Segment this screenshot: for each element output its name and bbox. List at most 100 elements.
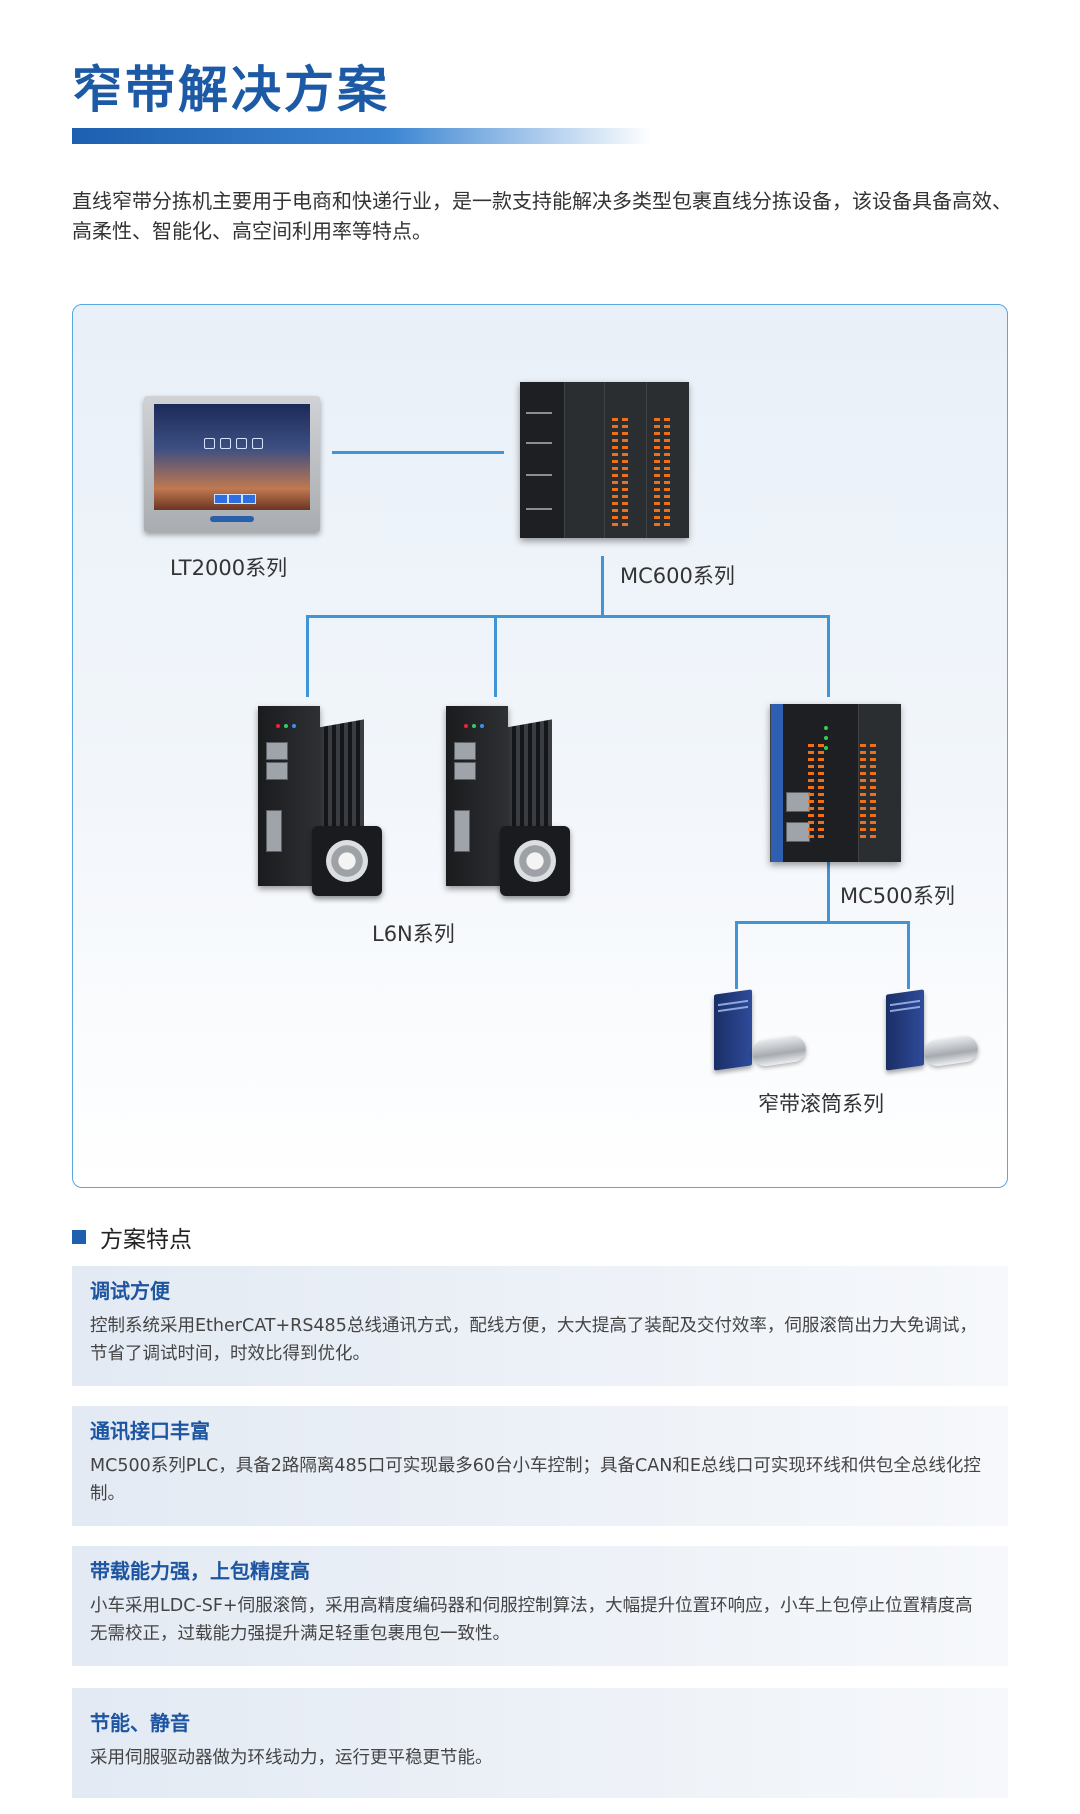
terminal-pin (622, 446, 628, 449)
terminal-pin (664, 425, 670, 428)
terminal-pin (818, 821, 824, 824)
square-bullet-icon (72, 1230, 86, 1244)
terminal-pin (612, 432, 618, 435)
terminal-pin (612, 425, 618, 428)
l6n-servo-motor-2 (500, 826, 570, 896)
connector-drop-l6n-1 (306, 615, 309, 697)
terminal-pin (818, 751, 824, 754)
terminal-pin (808, 751, 814, 754)
terminal-pin (612, 509, 618, 512)
terminal-pin (860, 758, 866, 761)
terminal-pin (622, 523, 628, 526)
terminal-pin (860, 800, 866, 803)
label-lt2000: LT2000系列 (170, 556, 288, 580)
terminal-pin (664, 446, 670, 449)
feature-card: 节能、静音 采用伺服驱动器做为环线动力，运行更平稳更节能。 (72, 1688, 1008, 1798)
terminal-pin (622, 425, 628, 428)
label-roller-series: 窄带滚筒系列 (758, 1092, 884, 1116)
terminal-pin (622, 488, 628, 491)
terminal-pin (808, 786, 814, 789)
terminal-pin (612, 502, 618, 505)
terminal-pin (870, 779, 876, 782)
l6n-servo-motor-1 (312, 826, 382, 896)
terminal-pin (870, 772, 876, 775)
page-title: 窄带解决方案 (72, 61, 390, 119)
mc500-plc-image (770, 704, 901, 862)
terminal-pin (664, 509, 670, 512)
terminal-pin (612, 516, 618, 519)
feature-body: 控制系统采用EtherCAT+RS485总线通讯方式，配线方便，大大提高了装配及… (90, 1316, 977, 1364)
terminal-pin (622, 516, 628, 519)
terminal-pin (664, 495, 670, 498)
connector-hmi-plc (332, 451, 504, 454)
terminal-pin (870, 765, 876, 768)
terminal-pin (612, 418, 618, 421)
terminal-pin (654, 432, 660, 435)
label-l6n: L6N系列 (372, 922, 455, 946)
terminal-pin (808, 821, 814, 824)
terminal-pin (870, 821, 876, 824)
terminal-pin (612, 453, 618, 456)
terminal-pin (808, 765, 814, 768)
terminal-pin (612, 460, 618, 463)
terminal-pin (870, 814, 876, 817)
terminal-pin (870, 828, 876, 831)
terminal-pin (612, 488, 618, 491)
terminal-pin (860, 793, 866, 796)
terminal-pin (612, 446, 618, 449)
terminal-pin (870, 751, 876, 754)
terminal-pin (818, 758, 824, 761)
terminal-pin (808, 800, 814, 803)
connector-drop-roller-1 (735, 921, 738, 989)
terminal-pin (622, 467, 628, 470)
intro-paragraph: 直线窄带分拣机主要用于电商和快递行业，是一款支持能解决多类型包裹直线分拣设备，该… (72, 189, 1012, 243)
l6n-servo-drive-2 (446, 706, 508, 886)
terminal-pin (654, 509, 660, 512)
terminal-pin (654, 439, 660, 442)
terminal-pin (622, 495, 628, 498)
terminal-pin (664, 516, 670, 519)
terminal-pin (870, 758, 876, 761)
terminal-pin (654, 502, 660, 505)
terminal-pin (612, 467, 618, 470)
terminal-pin (664, 474, 670, 477)
terminal-pin (818, 793, 824, 796)
terminal-pin (818, 772, 824, 775)
terminal-pin (818, 786, 824, 789)
terminal-pin (818, 814, 824, 817)
terminal-pin (818, 765, 824, 768)
terminal-pin (808, 828, 814, 831)
feature-card: 带载能力强，上包精度高 小车采用LDC-SF+伺服滚筒，采用高精度编码器和伺服控… (72, 1546, 1008, 1666)
terminal-pin (612, 523, 618, 526)
terminal-pin (664, 523, 670, 526)
terminal-pin (808, 835, 814, 838)
terminal-pin (654, 481, 660, 484)
terminal-pin (664, 467, 670, 470)
terminal-pin (818, 779, 824, 782)
label-mc500: MC500系列 (840, 884, 955, 908)
terminal-pin (664, 488, 670, 491)
terminal-pin (622, 418, 628, 421)
terminal-pin (818, 807, 824, 810)
feature-body: 小车采用LDC-SF+伺服滚筒，采用高精度编码器和伺服控制算法，大幅提升位置环响… (90, 1596, 973, 1644)
hmi-logo (210, 516, 254, 522)
terminal-pin (612, 439, 618, 442)
terminal-pin (664, 460, 670, 463)
connector-roller-bus (735, 921, 910, 924)
feature-title: 节能、静音 (90, 1711, 190, 1735)
terminal-pin (860, 821, 866, 824)
terminal-pin (654, 516, 660, 519)
features-heading: 方案特点 (72, 1220, 192, 1254)
terminal-pin (622, 439, 628, 442)
terminal-pin (612, 474, 618, 477)
connector-drop-mc500 (827, 615, 830, 697)
terminal-pin (860, 772, 866, 775)
terminal-pin (654, 418, 660, 421)
terminal-pin (664, 481, 670, 484)
terminal-pin (808, 793, 814, 796)
terminal-pin (612, 495, 618, 498)
terminal-pin (654, 425, 660, 428)
terminal-pin (664, 502, 670, 505)
terminal-pin (622, 502, 628, 505)
terminal-pin (860, 779, 866, 782)
